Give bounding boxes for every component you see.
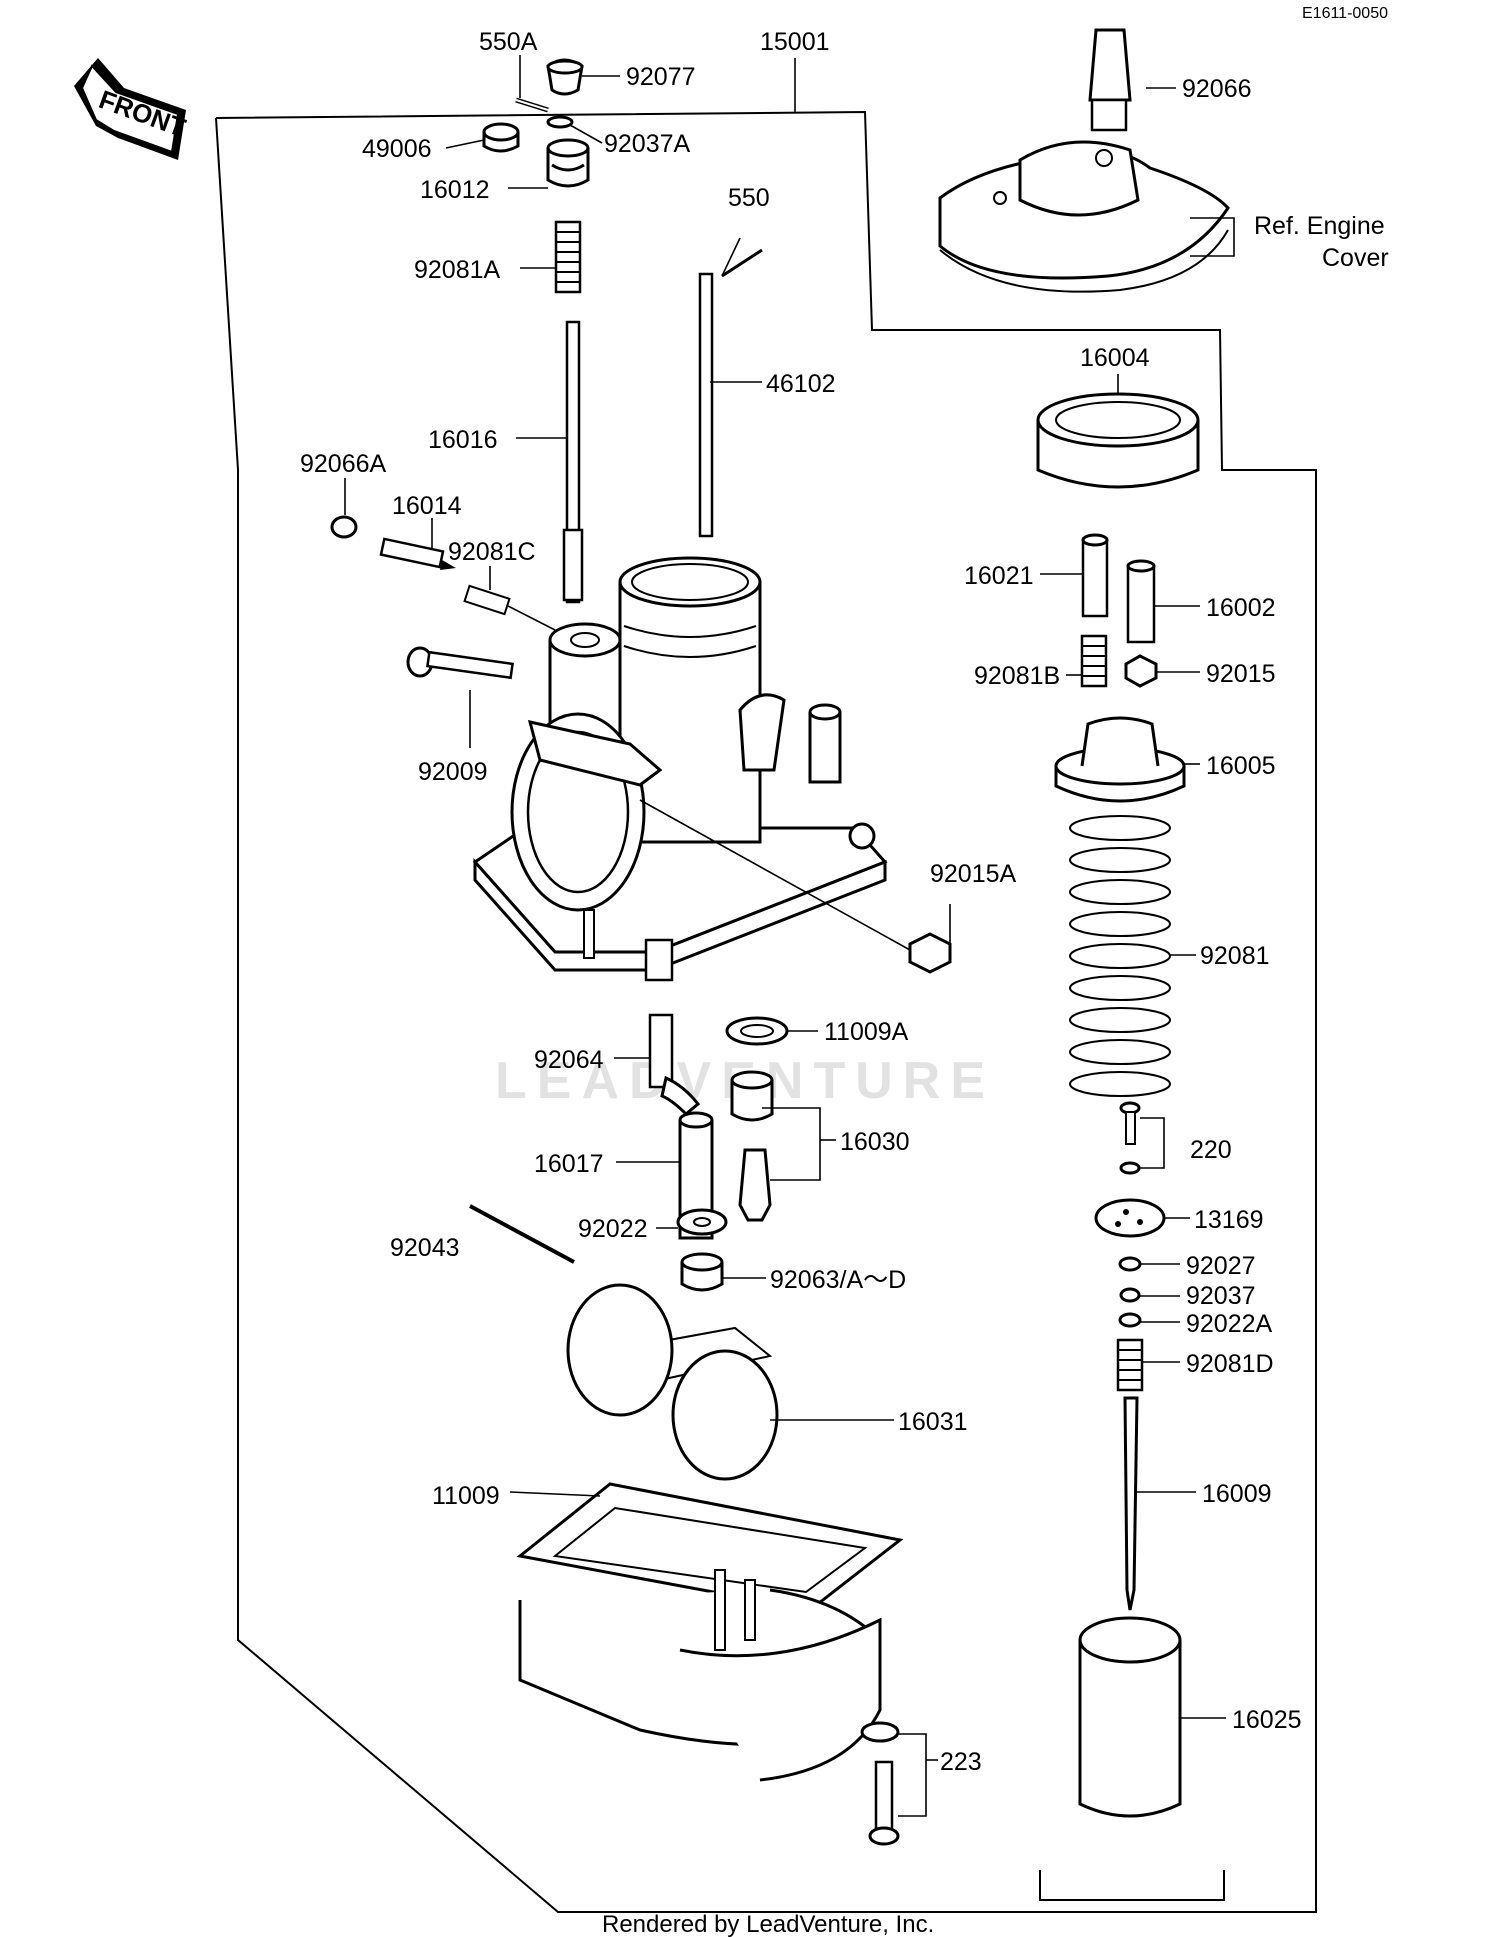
label-16005: 16005: [1206, 752, 1276, 780]
rod-92043: [469, 1204, 575, 1264]
screw-223: [860, 1721, 900, 1846]
washer-92027: [1118, 1256, 1142, 1272]
label-92022: 92022: [578, 1215, 648, 1243]
front-arrow-icon: FRONT: [74, 58, 190, 160]
label-92037: 92037: [1186, 1282, 1256, 1310]
nut-92015: [1124, 654, 1158, 688]
label-220: 220: [1190, 1136, 1232, 1164]
engine-cover: [938, 140, 1230, 293]
label-92015a: 92015A: [930, 860, 1017, 888]
spring-92081d: [1116, 1338, 1144, 1392]
label-49006: 49006: [362, 135, 432, 163]
ring-49006: [482, 122, 520, 153]
label-11009: 11009: [432, 1482, 500, 1510]
cap-16005: [1054, 716, 1186, 803]
label-92027: 92027: [1186, 1252, 1256, 1280]
jet-92063: [680, 1252, 724, 1292]
label-16025: 16025: [1232, 1706, 1302, 1734]
label-16016: 16016: [428, 426, 498, 454]
needle-16009: [1123, 1396, 1139, 1611]
screw-16014: [379, 537, 456, 570]
label-16012: 16012: [420, 176, 490, 204]
label-92077: 92077: [626, 63, 696, 91]
label-46102: 46102: [766, 370, 836, 398]
label-16002: 16002: [1206, 594, 1276, 622]
float-bowl-11009: [516, 1482, 904, 1782]
label-16031: 16031: [898, 1408, 968, 1436]
spring-92081a: [554, 220, 582, 294]
label-92063: 92063/A～D: [770, 1266, 906, 1294]
screw-220: [1119, 1101, 1141, 1175]
label-92015: 92015: [1206, 660, 1276, 688]
label-92066: 92066: [1182, 75, 1252, 103]
nut-92015a: [908, 932, 952, 974]
bracket-16025: [1039, 1870, 1225, 1901]
pin-550a: [515, 97, 549, 113]
label-92081b: 92081B: [974, 662, 1060, 690]
label-92022a: 92022A: [1186, 1310, 1273, 1338]
adjuster-16002: [1126, 559, 1156, 644]
washer-92037a: [546, 115, 574, 129]
cap-92077: [546, 58, 584, 96]
washer-92022: [676, 1208, 728, 1236]
label-550: 550: [728, 184, 770, 212]
label-92081d: 92081D: [1186, 1350, 1274, 1378]
clip-92037: [1119, 1287, 1141, 1303]
leader-lines: [344, 55, 1226, 1817]
slide-16025: [1078, 1616, 1182, 1818]
spring-92081: [1069, 815, 1171, 1097]
label-15001: 15001: [760, 28, 830, 56]
label-16017: 16017: [534, 1150, 604, 1178]
label-11009a: 11009A: [824, 1018, 909, 1046]
oring-11009a: [725, 1016, 789, 1046]
assembly-boundary: [215, 110, 1317, 1913]
valve-16030: [730, 1070, 774, 1222]
label-16004: 16004: [1080, 344, 1150, 372]
label-92064: 92064: [534, 1046, 604, 1074]
rod-46102: [698, 272, 714, 538]
nut-16012: [546, 138, 590, 188]
label-92081c: 92081C: [448, 538, 536, 566]
label-16009: 16009: [1202, 1480, 1272, 1508]
plug-92066a: [330, 515, 358, 539]
label-92066a: 92066A: [300, 450, 387, 478]
tube-16017: [678, 1111, 714, 1240]
screw-92009: [406, 646, 514, 680]
label-ref-engine: Ref. Engine: [1254, 212, 1385, 240]
label-92037a: 92037A: [604, 130, 691, 158]
part-labels: 550A 92077 15001 92066 49006 92037A 1601…: [300, 28, 1389, 1776]
label-223: 223: [940, 1748, 982, 1776]
label-92081a: 92081A: [414, 256, 501, 284]
label-92009: 92009: [418, 758, 488, 786]
label-13169: 13169: [1194, 1206, 1264, 1234]
label-92081: 92081: [1200, 942, 1270, 970]
label-16030: 16030: [840, 1128, 910, 1156]
spring-92081b: [1080, 634, 1108, 688]
pin-550: [721, 248, 763, 278]
label-cover: Cover: [1322, 244, 1389, 272]
label-550a: 550A: [479, 28, 538, 56]
adjuster-16021: [1081, 533, 1109, 618]
top-nut-16004: [1036, 392, 1200, 489]
floats-16031: [566, 1283, 779, 1481]
washer-92022a: [1118, 1312, 1142, 1328]
jet-92064: [648, 1013, 701, 1117]
diagram-code: E1611-0050: [1302, 5, 1388, 22]
carburetor-body: [472, 556, 888, 982]
footer-credit: Rendered by LeadVenture, Inc.: [602, 1911, 934, 1937]
plunger-92066: [1088, 28, 1132, 132]
plate-13169: [1094, 1198, 1166, 1238]
label-16021: 16021: [964, 562, 1034, 590]
label-16014: 16014: [392, 492, 462, 520]
rod-16016: [562, 320, 584, 604]
label-92043: 92043: [390, 1234, 460, 1262]
spring-92081c: [463, 584, 511, 616]
